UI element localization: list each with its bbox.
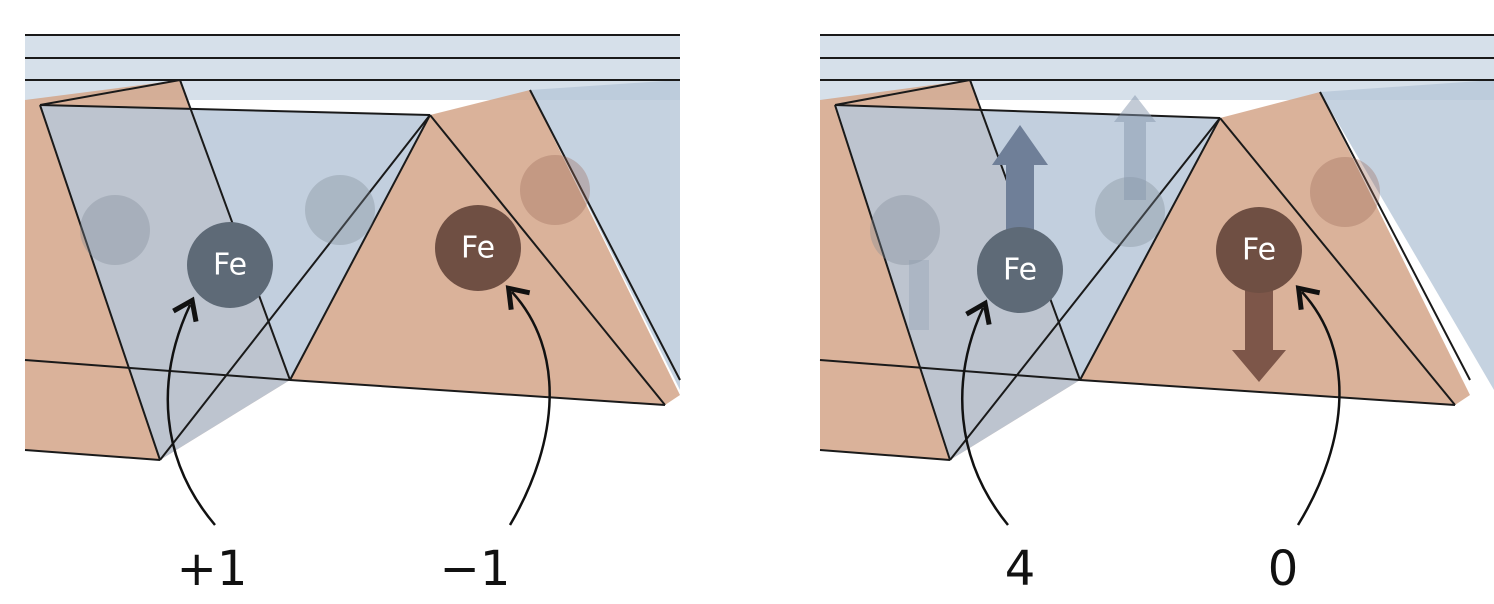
fe-label: Fe	[1003, 253, 1037, 288]
spin-up-arrow	[992, 125, 1048, 235]
fe-label: Fe	[213, 248, 247, 283]
pointer-arrow	[166, 296, 216, 526]
fe-label: Fe	[1242, 233, 1276, 268]
annotation-label: +1	[177, 541, 248, 597]
left-panel: Fe Fe +1 −1	[24, 34, 681, 597]
annotation-label: 0	[1268, 541, 1299, 597]
fe-label: Fe	[461, 231, 495, 266]
fe-atom-blue	[187, 222, 273, 308]
fe-atom-orange	[1216, 207, 1302, 293]
pointer-arrow	[505, 285, 551, 526]
spin-up-arrow-faded	[909, 95, 1156, 330]
annotation-label: 4	[1005, 541, 1036, 597]
fe-atom-blue	[977, 227, 1063, 313]
fe-atom-orange	[435, 205, 521, 291]
pointer-arrow	[1295, 285, 1341, 526]
right-panel: Fe Fe 4 0	[819, 34, 1494, 597]
annotation-label: −1	[440, 541, 511, 597]
spin-down-arrow	[1232, 285, 1286, 382]
pointer-arrow	[961, 299, 1009, 526]
